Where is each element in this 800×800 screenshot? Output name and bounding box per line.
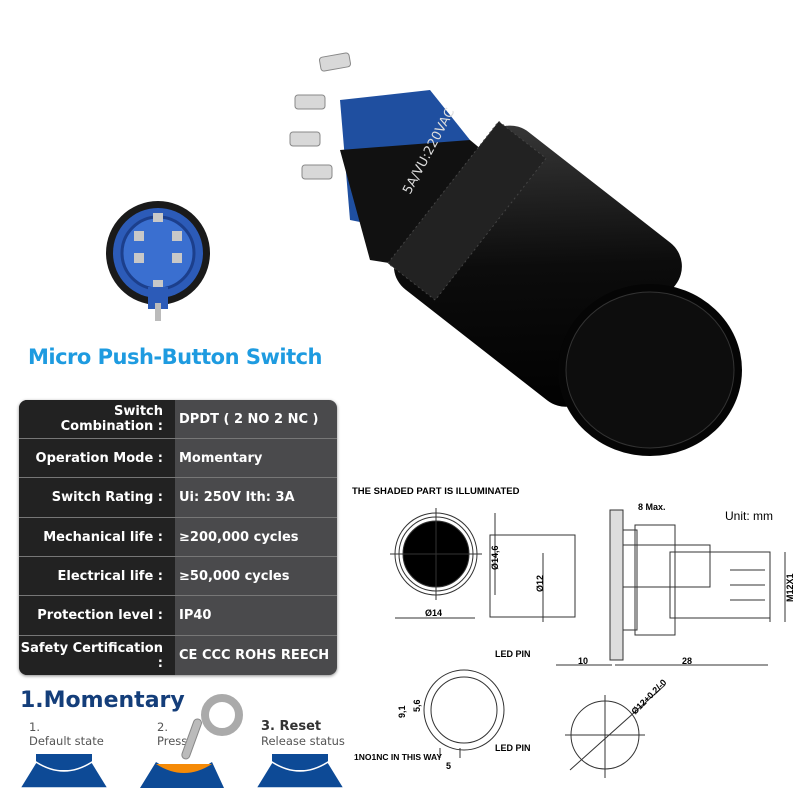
spec-row: Operation Mode : Momentary <box>19 439 337 478</box>
spec-value: Ui: 250V Ith: 3A <box>179 490 295 505</box>
wiring-note: 1NO1NC IN THIS WAY <box>354 752 442 762</box>
spec-label: Switch Rating : <box>51 490 163 505</box>
step-press: 2.Press <box>157 720 187 748</box>
button-press-icon <box>140 762 224 788</box>
dim-cutout: Ø12+0.2/-0 <box>629 677 668 716</box>
step-label: Press <box>157 734 188 748</box>
led-pin-label: LED PIN <box>495 743 531 753</box>
dim-9-1: 9,1 <box>397 705 407 718</box>
spec-table: Switch Combination : DPDT ( 2 NO 2 NC ) O… <box>19 400 337 675</box>
dim-dia-14: Ø14 <box>425 608 442 618</box>
spec-value: IP40 <box>179 608 212 623</box>
hand-press-icon <box>181 694 243 760</box>
step-label: Release status <box>261 734 345 748</box>
spec-value: DPDT ( 2 NO 2 NC ) <box>179 411 319 427</box>
led-pin-label: LED PIN <box>495 649 531 659</box>
spec-label: Mechanical life : <box>43 529 163 545</box>
spec-value: CE CCC ROHS REECH <box>179 648 330 663</box>
dim-thread: M12X1 <box>785 573 795 602</box>
step-number: 3. Reset <box>261 719 322 734</box>
dim-28: 28 <box>682 656 692 666</box>
spec-label: Electrical life : <box>57 568 163 584</box>
step-number: 2. <box>157 720 168 734</box>
technical-drawing: THE SHADED PART IS ILLUMINATED Unit: mm … <box>352 486 795 778</box>
spec-label: Operation Mode : <box>35 450 163 466</box>
dim-dia-14-6: Ø14,6 <box>490 545 500 570</box>
spec-value: ≥50,000 cycles <box>179 568 290 584</box>
spec-label: Protection level : <box>37 608 163 623</box>
spec-row: Protection level : IP40 <box>19 596 337 636</box>
spec-label: Safety Certification : <box>20 640 163 671</box>
spec-row: Electrical life : ≥50,000 cycles <box>19 557 337 596</box>
spec-row: Mechanical life : ≥200,000 cycles <box>19 518 337 557</box>
dim-dia-12: Ø12 <box>535 575 545 592</box>
step-default: 1.Default state <box>29 720 104 748</box>
spec-value: ≥200,000 cycles <box>179 529 299 545</box>
spec-row: Safety Certification : CE CCC ROHS REECH <box>19 636 337 675</box>
button-reset-icon <box>254 754 346 789</box>
dim-8-max: 8 Max. <box>638 502 666 512</box>
switch-product-photo: 5A/VU:220VAC <box>289 52 742 456</box>
button-default-icon <box>18 754 110 789</box>
step-number: 1. <box>29 720 40 734</box>
product-title: Micro Push-Button Switch <box>27 345 323 369</box>
spec-value: Momentary <box>179 450 263 466</box>
dim-10: 10 <box>578 656 588 666</box>
momentary-diagram <box>18 694 346 789</box>
unit-label: Unit: mm <box>725 509 773 523</box>
dim-5-6: 5,6 <box>412 699 422 712</box>
spec-row: Switch Combination : DPDT ( 2 NO 2 NC ) <box>19 400 337 439</box>
momentary-heading: 1.Momentary <box>20 688 185 713</box>
switch-back-photo <box>106 201 210 321</box>
dim-5: 5 <box>446 761 451 771</box>
step-label: Default state <box>29 734 104 748</box>
spec-label: Switch Combination : <box>60 404 163 434</box>
shaded-note: THE SHADED PART IS ILLUMINATED <box>352 486 520 497</box>
spec-row: Switch Rating : Ui: 250V Ith: 3A <box>19 478 337 518</box>
